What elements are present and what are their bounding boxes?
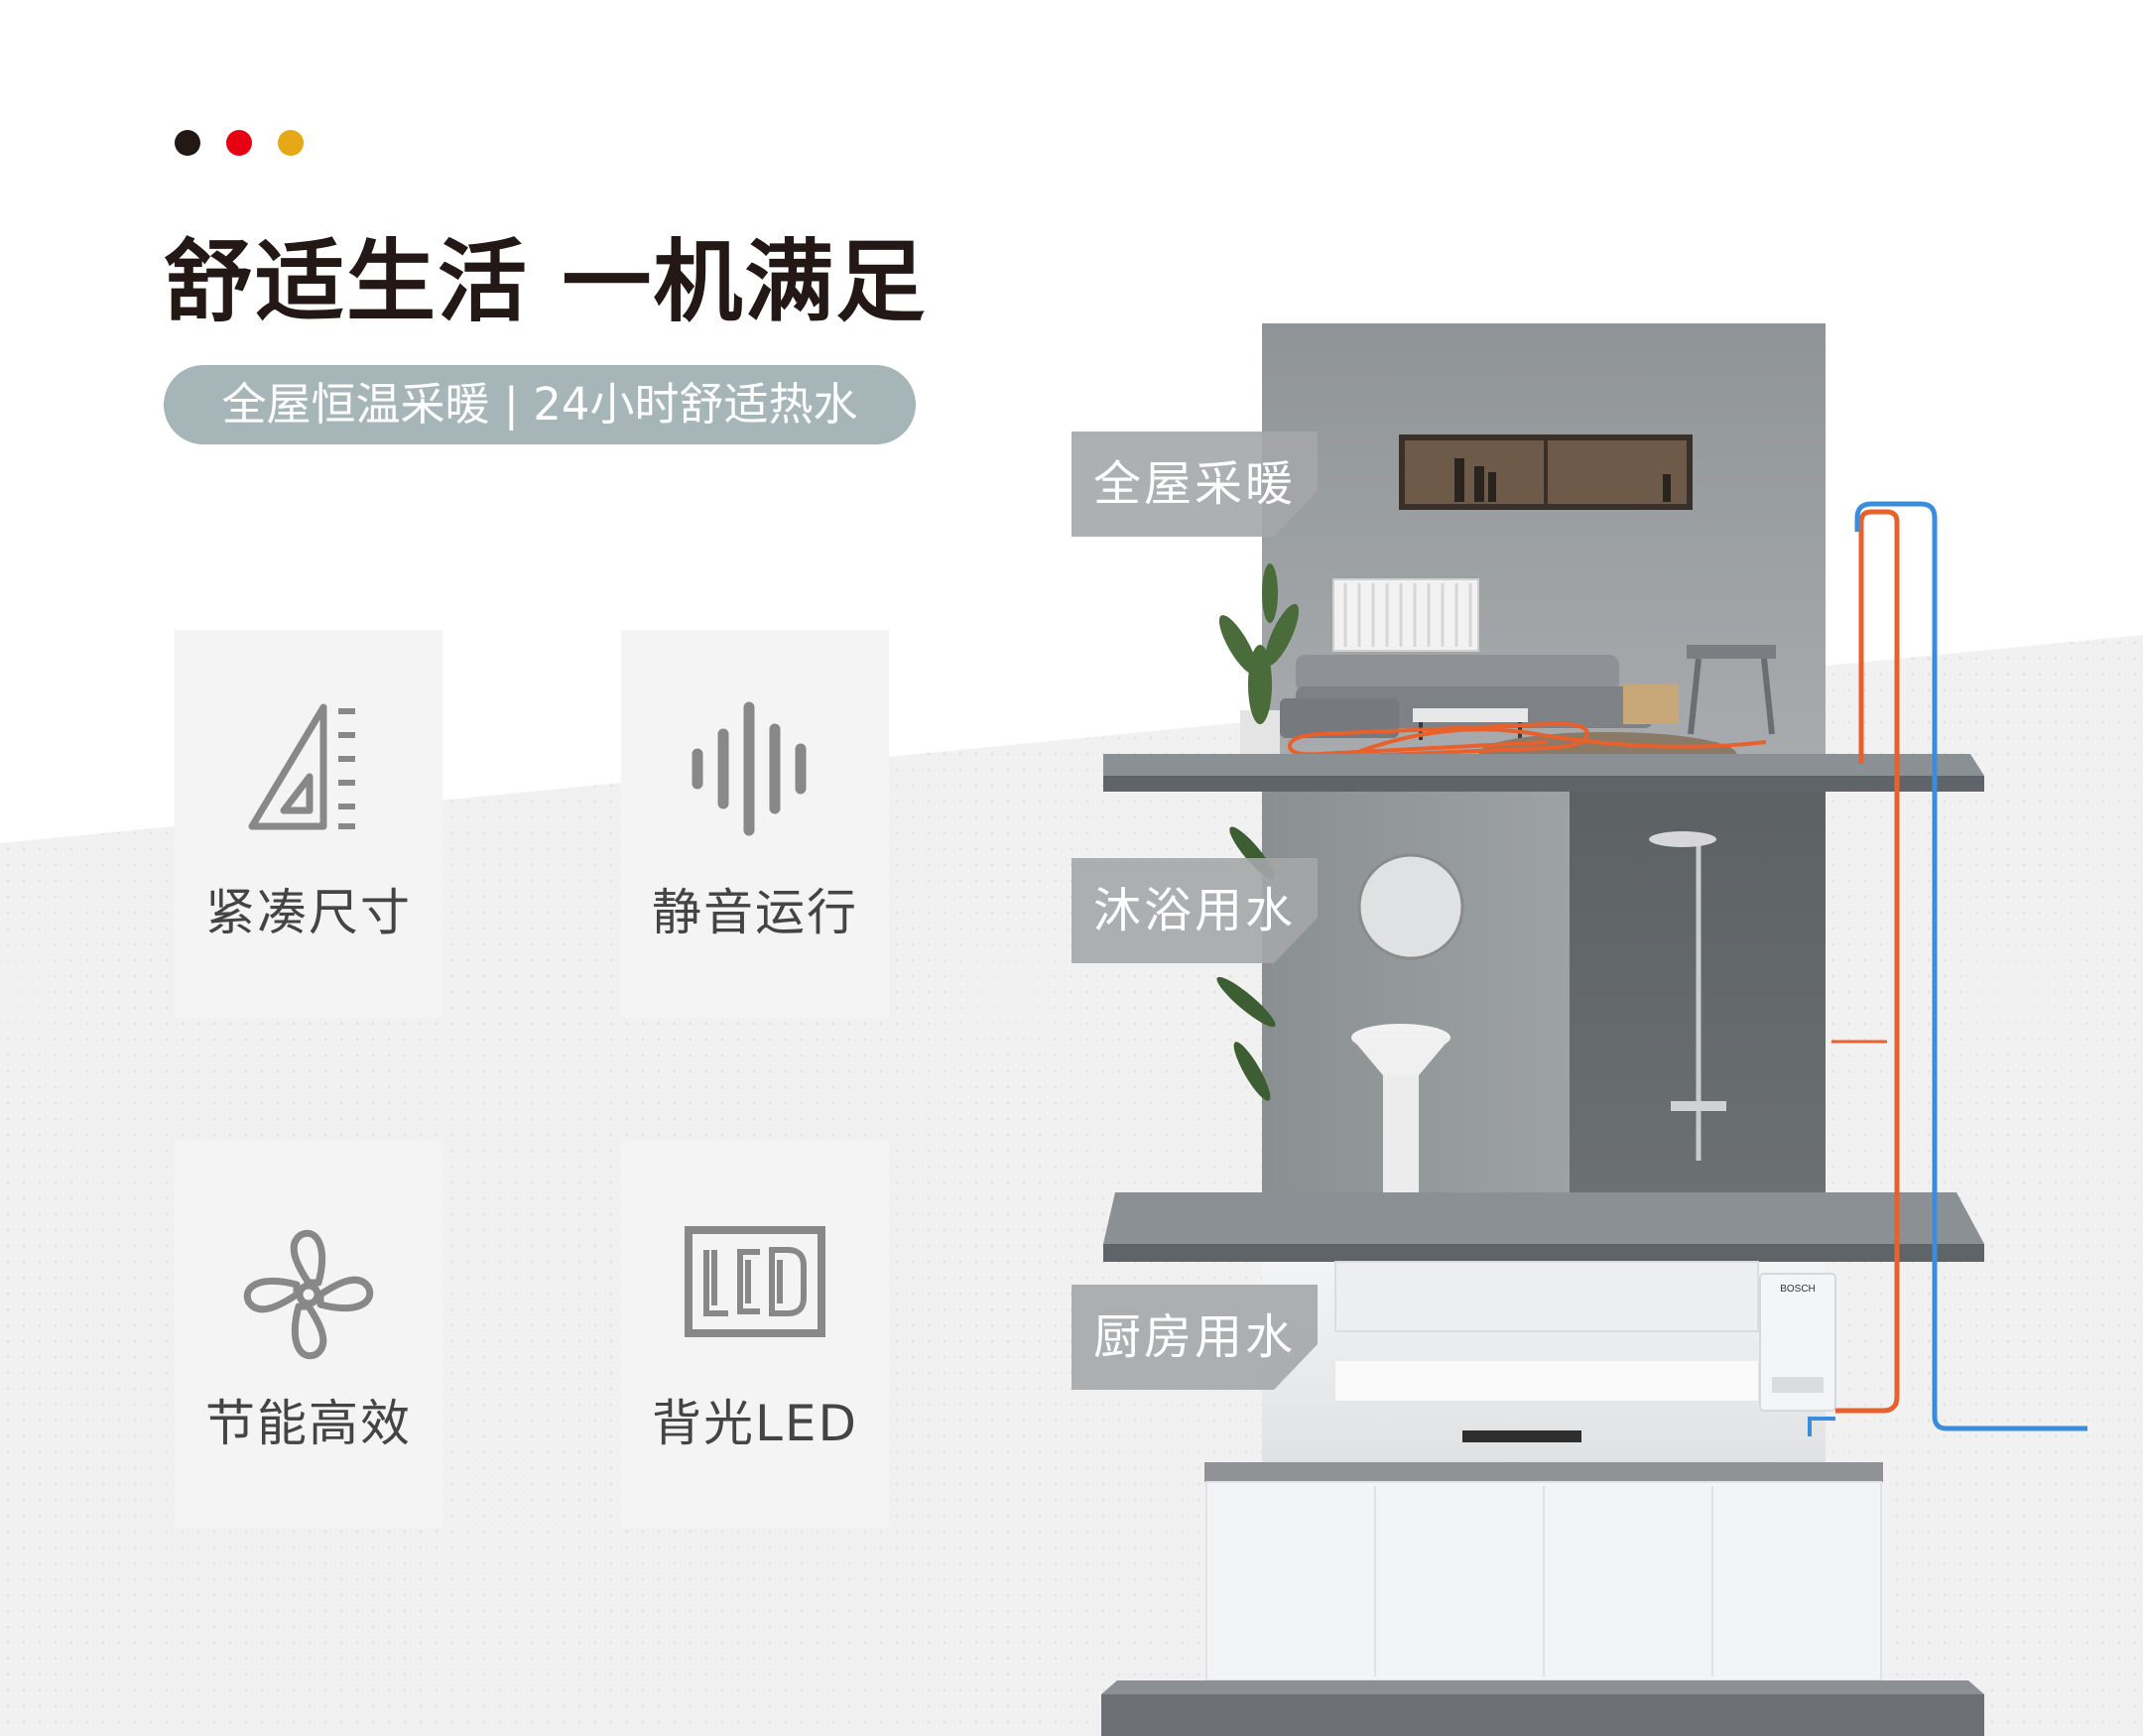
subtitle-pill: 全屋恒温采暖 | 24小时舒适热水 (164, 365, 916, 444)
tag-label: 厨房用水 (1093, 1309, 1297, 1365)
feature-card-silent: 静音运行 (621, 630, 889, 1017)
feature-card-led: 背光LED (621, 1141, 889, 1528)
feature-label: 背光LED (652, 1395, 858, 1452)
triangle-ruler-icon (248, 703, 355, 830)
feature-label: 紧凑尺寸 (205, 884, 412, 941)
tag-kitchen: 厨房用水 (1072, 1285, 1320, 1390)
tag-label: 沐浴用水 (1093, 883, 1297, 938)
sound-wave-icon (692, 701, 807, 836)
feature-card-compact: 紧凑尺寸 (175, 630, 442, 1017)
boiler-brand: BOSCH (1780, 1284, 1816, 1295)
lcd-icon (685, 1226, 825, 1337)
tag-shower: 沐浴用水 (1072, 858, 1320, 963)
fan-icon (243, 1229, 374, 1360)
dot-black (175, 130, 200, 156)
house-cross-section-illustration: BOSCH (1101, 323, 2087, 1736)
tag-heating: 全屋采暖 (1072, 432, 1320, 537)
feature-label: 静音运行 (652, 884, 858, 941)
feature-label: 节能高效 (205, 1395, 412, 1452)
feature-card-energy: 节能高效 (175, 1141, 442, 1528)
dot-yellow (278, 130, 304, 156)
dot-red (226, 130, 252, 156)
tag-label: 全屋采暖 (1093, 456, 1297, 512)
page-title: 舒适生活 一机满足 (164, 230, 928, 334)
